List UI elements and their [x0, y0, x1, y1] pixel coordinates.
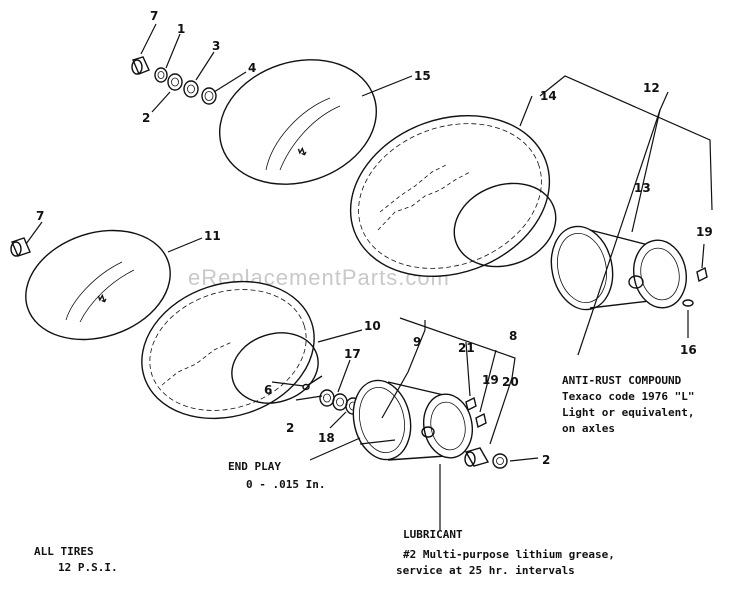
callout-14: 14: [540, 89, 557, 103]
callout-17: 17: [344, 347, 361, 361]
callout-19-lower: 19: [482, 373, 499, 387]
callout-18: 18: [318, 431, 335, 445]
svg-text:↯: ↯: [295, 143, 311, 160]
anti-rust-line2: Light or equivalent,: [562, 406, 694, 419]
lubricant-line2: service at 25 hr. intervals: [396, 564, 575, 577]
anti-rust-title: ANTI-RUST COMPOUND: [562, 374, 682, 387]
callout-2-upper: 2: [142, 111, 150, 125]
callout-20: 20: [502, 375, 519, 389]
anti-rust-line1: Texaco code 1976 "L": [562, 390, 694, 403]
lubricant-line1: #2 Multi-purpose lithium grease,: [403, 548, 615, 561]
callout-15: 15: [414, 69, 431, 83]
cap-7-upper[interactable]: [131, 56, 150, 75]
anti-rust-line3: on axles: [562, 422, 615, 435]
washer-2-right[interactable]: [492, 453, 508, 469]
callout-7-lower: 7: [36, 209, 44, 223]
callout-6: 6: [264, 383, 272, 397]
callout-13: 13: [634, 181, 651, 195]
callout-3: 3: [212, 39, 220, 53]
callout-19-upper: 19: [696, 225, 713, 239]
callout-9: 9: [413, 335, 421, 349]
lubricant-title: LUBRICANT: [403, 528, 463, 541]
callout-4: 4: [248, 61, 256, 75]
rim-13[interactable]: [544, 221, 692, 316]
callout-12: 12: [643, 81, 660, 95]
valve-6[interactable]: [302, 375, 323, 391]
callouts: 7 1 3 4 2 15 14 12 13 19 16 7 11 10 9 8 …: [36, 9, 713, 467]
note-anti-rust: ANTI-RUST COMPOUND Texaco code 1976 "L" …: [562, 374, 694, 435]
end-play-value: 0 - .015 In.: [246, 478, 325, 491]
callout-16: 16: [680, 343, 697, 357]
rim-9[interactable]: [346, 375, 477, 465]
fitting-21[interactable]: [465, 396, 477, 412]
callout-10: 10: [364, 319, 381, 333]
tire-10[interactable]: [124, 260, 332, 440]
callout-2-lower: 2: [286, 421, 294, 435]
tires-title: ALL TIRES: [34, 545, 94, 558]
callout-11: 11: [204, 229, 221, 243]
pin-19-lower[interactable]: [475, 412, 487, 429]
callout-8: 8: [509, 329, 517, 343]
washer-stack-upper[interactable]: [154, 67, 217, 105]
svg-text:↯: ↯: [95, 290, 111, 307]
end-play-title: END PLAY: [228, 460, 281, 473]
tire-14[interactable]: [328, 89, 572, 303]
callout-21: 21: [458, 341, 475, 355]
cap-7-lower[interactable]: [10, 237, 31, 257]
leader-lines: [25, 23, 713, 530]
spacer-20[interactable]: [464, 447, 490, 467]
note-lubricant: LUBRICANT #2 Multi-purpose lithium greas…: [396, 528, 615, 577]
note-tires: ALL TIRES 12 P.S.I.: [34, 545, 118, 574]
callout-1: 1: [177, 22, 185, 36]
note-end-play: END PLAY 0 - .015 In.: [228, 460, 325, 491]
tires-value: 12 P.S.I.: [58, 561, 118, 574]
inner-tube-15[interactable]: ↯: [203, 40, 392, 204]
callout-7-upper: 7: [150, 9, 158, 23]
pin-19-upper[interactable]: [696, 266, 708, 283]
key-16[interactable]: [682, 299, 694, 307]
callout-2-right: 2: [542, 453, 550, 467]
